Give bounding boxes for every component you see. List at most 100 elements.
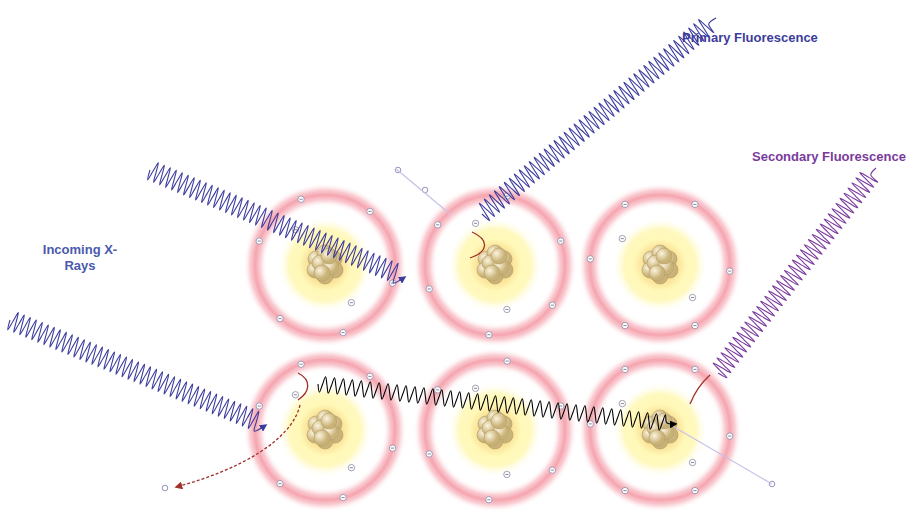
caption-label: Secondary Fluorescence	[752, 149, 906, 165]
electron	[504, 471, 510, 477]
electron-charge	[474, 223, 477, 224]
electron-charge	[299, 364, 302, 365]
inner-shell	[277, 217, 373, 313]
electron-dot	[298, 196, 304, 202]
atom	[587, 195, 733, 335]
electron-dot	[340, 494, 346, 500]
nucleus-glow	[299, 404, 351, 456]
nucleon	[484, 430, 500, 446]
electron	[622, 366, 628, 372]
electron	[504, 358, 510, 364]
electron-dot	[727, 268, 733, 274]
inner-shell	[277, 382, 373, 478]
electron-charge	[505, 309, 508, 310]
electron-dot	[692, 201, 698, 207]
electron	[689, 459, 695, 465]
ejected-electron-track	[662, 420, 772, 484]
electron-dot	[689, 294, 695, 300]
electron	[692, 487, 698, 493]
electron-dot	[587, 256, 593, 262]
electron-dot	[727, 433, 733, 439]
electron-dot	[472, 220, 478, 226]
inner-shell	[447, 217, 543, 313]
electron-dot	[619, 400, 625, 406]
electron-transition	[470, 232, 485, 258]
electron	[619, 235, 625, 241]
electron-shell	[590, 195, 730, 335]
electron-charge	[551, 305, 554, 306]
nucleon	[314, 265, 330, 281]
electron-charge	[428, 288, 431, 289]
electron-dot	[622, 487, 628, 493]
electron-dot	[277, 480, 283, 486]
electron	[472, 385, 478, 391]
atom	[425, 193, 565, 338]
electron-dot	[549, 302, 555, 308]
electron	[558, 238, 564, 244]
electron-dot	[692, 487, 698, 493]
atom	[425, 358, 565, 503]
electron-shell	[425, 195, 565, 335]
electron-charge	[559, 241, 562, 242]
electron-dot	[298, 361, 304, 367]
nucleon	[649, 430, 665, 446]
electron-dot	[389, 445, 395, 451]
electron	[348, 299, 354, 305]
secondary-fluorescence-ray	[713, 168, 878, 378]
electron-dot	[292, 392, 298, 398]
nucleon	[491, 248, 507, 264]
electron	[348, 464, 354, 470]
electron-dot	[486, 332, 492, 338]
electron-dot	[367, 208, 373, 214]
electron-charge	[278, 483, 281, 484]
nucleus-glow	[634, 239, 686, 291]
electron-charge	[621, 238, 624, 239]
electron-dot	[692, 366, 698, 372]
electron-charge	[299, 199, 302, 200]
electron	[622, 322, 628, 328]
electron	[692, 322, 698, 328]
electron-dot	[504, 358, 510, 364]
electron-charge	[368, 376, 371, 377]
electron-charge	[436, 224, 439, 225]
electron-transition	[690, 375, 710, 404]
electron	[692, 366, 698, 372]
electron-charge	[623, 369, 626, 370]
electron-shell	[425, 360, 565, 500]
electron-charge	[391, 448, 394, 449]
electron-charge	[487, 334, 490, 335]
caption-label: Incoming X-Rays	[40, 242, 120, 274]
nucleon	[491, 413, 507, 429]
electron	[622, 487, 628, 493]
nucleon	[484, 265, 500, 281]
electron	[434, 222, 440, 228]
electron-dot	[504, 471, 510, 477]
electron-transition	[298, 373, 308, 400]
electron	[426, 451, 432, 457]
electron	[426, 286, 432, 292]
incoming-x-ray	[8, 313, 266, 432]
electron-dot	[622, 201, 628, 207]
nucleon	[321, 413, 337, 429]
electron	[292, 392, 298, 398]
electron	[692, 201, 698, 207]
electron-charge	[487, 499, 490, 500]
electron-charge	[691, 462, 694, 463]
electron	[472, 220, 478, 226]
incoming-x-ray	[148, 163, 405, 283]
electron	[367, 373, 373, 379]
electron-dot	[426, 286, 432, 292]
electron-dot	[472, 385, 478, 391]
electron	[389, 445, 395, 451]
electron-dot	[434, 387, 440, 393]
electron	[367, 208, 373, 214]
inner-shell	[612, 217, 708, 313]
electron-charge	[350, 467, 353, 468]
electron-charge	[589, 258, 592, 259]
electron-charge	[693, 490, 696, 491]
electron-dot	[486, 497, 492, 503]
x-ray-waves	[8, 18, 878, 431]
electron-charge	[691, 297, 694, 298]
